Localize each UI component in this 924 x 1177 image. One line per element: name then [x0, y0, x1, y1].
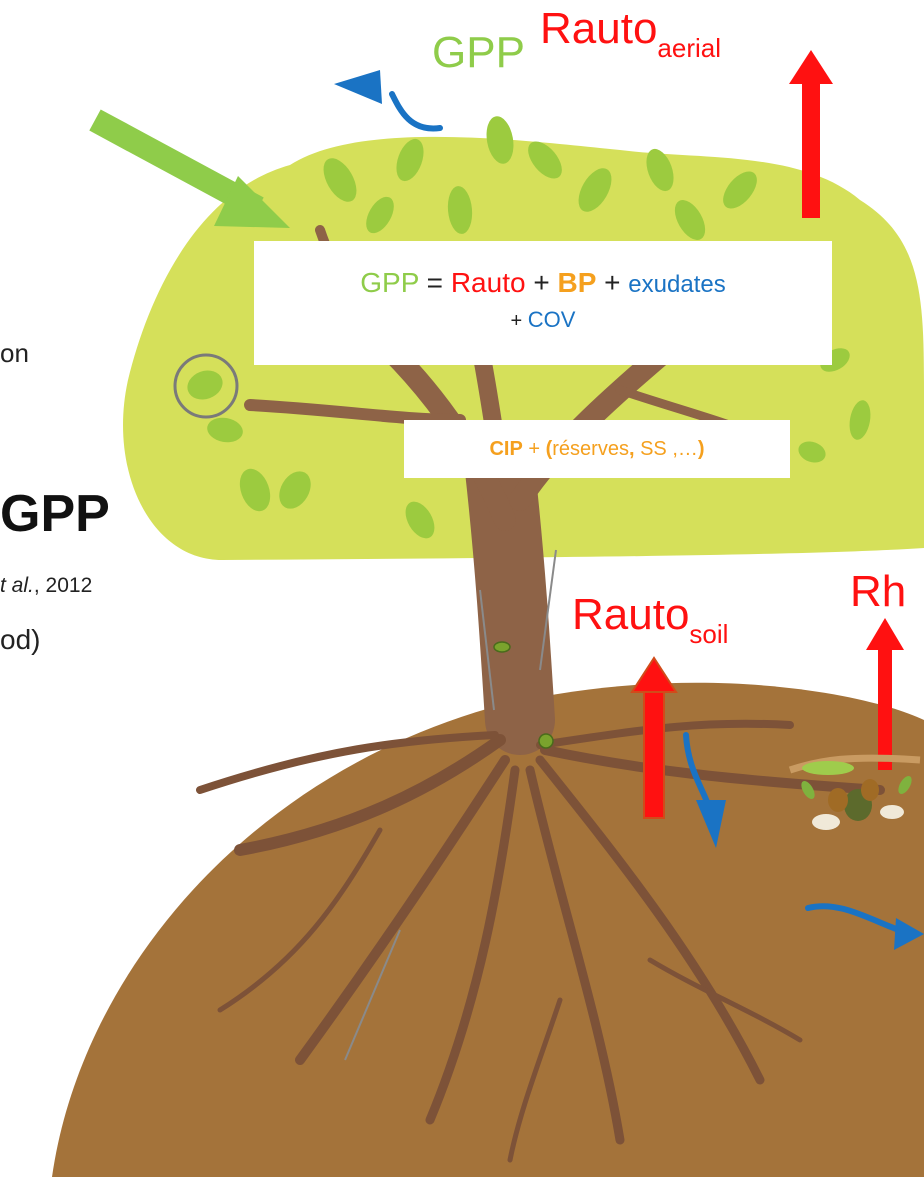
exudate-arrowhead-1	[696, 800, 726, 848]
rauto-soil-sub: soil	[689, 619, 729, 649]
cip-box: CIP + (réserves, SS ,…)	[404, 420, 790, 478]
canopy-leaves	[187, 116, 871, 539]
sensor-dot-1	[493, 641, 511, 653]
equation-cov: COV	[527, 307, 576, 332]
cov-emission-arrowhead	[334, 70, 382, 104]
rauto-aerial-label: Rautoaerial	[540, 4, 721, 63]
trunk-probe-line-1	[479, 589, 495, 711]
cip-rest: ,…	[666, 438, 698, 460]
left-fragment-od: od)	[0, 624, 41, 655]
left-fragment-citation: t al., 2012	[0, 574, 92, 598]
citation-year: , 2012	[33, 574, 93, 597]
root-probe-line	[344, 929, 401, 1061]
rauto-aerial-main: Rauto	[540, 4, 658, 53]
equation-line-1: GPP = Rauto + BP + exudates	[254, 263, 832, 305]
rh-arrow	[866, 618, 904, 770]
gpp-arrow	[89, 109, 290, 228]
equation-gpp: GPP	[360, 267, 419, 298]
equation-plus-3: +	[510, 310, 528, 332]
left-fragment-gpp-heading: GPP	[0, 485, 110, 543]
equation-exudates: exudates	[628, 271, 726, 298]
rh-label: Rh	[850, 567, 907, 616]
cip-open-paren: (	[545, 438, 553, 460]
equation-line-2: + COV	[254, 305, 832, 336]
rauto-soil-main: Rauto	[572, 590, 690, 639]
soil-decomposers-icon	[788, 754, 921, 830]
citation-et-al: t al.	[0, 574, 34, 597]
cip-comma: ,	[628, 438, 641, 460]
gpp-equation-box: GPP = Rauto + BP + exudates + COV	[254, 241, 832, 365]
leaf-highlight-circle	[173, 353, 239, 419]
rauto-soil-label: Rautosoil	[572, 590, 728, 649]
rauto-aerial-arrow	[789, 50, 833, 218]
cip-plus: +	[522, 438, 546, 460]
trunk-probe-line-2	[539, 549, 557, 671]
exudate-arrowhead-2	[894, 918, 924, 950]
rauto-aerial-sub: aerial	[657, 33, 722, 63]
equation-equals: =	[418, 267, 451, 298]
cip-reserves: réserves	[552, 438, 629, 460]
equation-plus-2: +	[596, 267, 629, 298]
left-fragment-on: on	[0, 338, 29, 368]
cip-term: CIP	[489, 438, 523, 460]
cov-emission-arrow	[389, 91, 443, 132]
rauto-soil-arrow	[630, 656, 678, 819]
equation-rauto: Rauto	[450, 267, 526, 298]
cip-ss: SS	[640, 438, 667, 460]
equation-bp: BP	[557, 267, 597, 298]
cip-close-paren: )	[697, 438, 705, 460]
exudate-arrow-2	[805, 903, 907, 935]
gpp-label: GPP	[432, 28, 525, 77]
equation-plus-1: +	[525, 267, 558, 298]
sensor-dot-2	[538, 733, 554, 749]
